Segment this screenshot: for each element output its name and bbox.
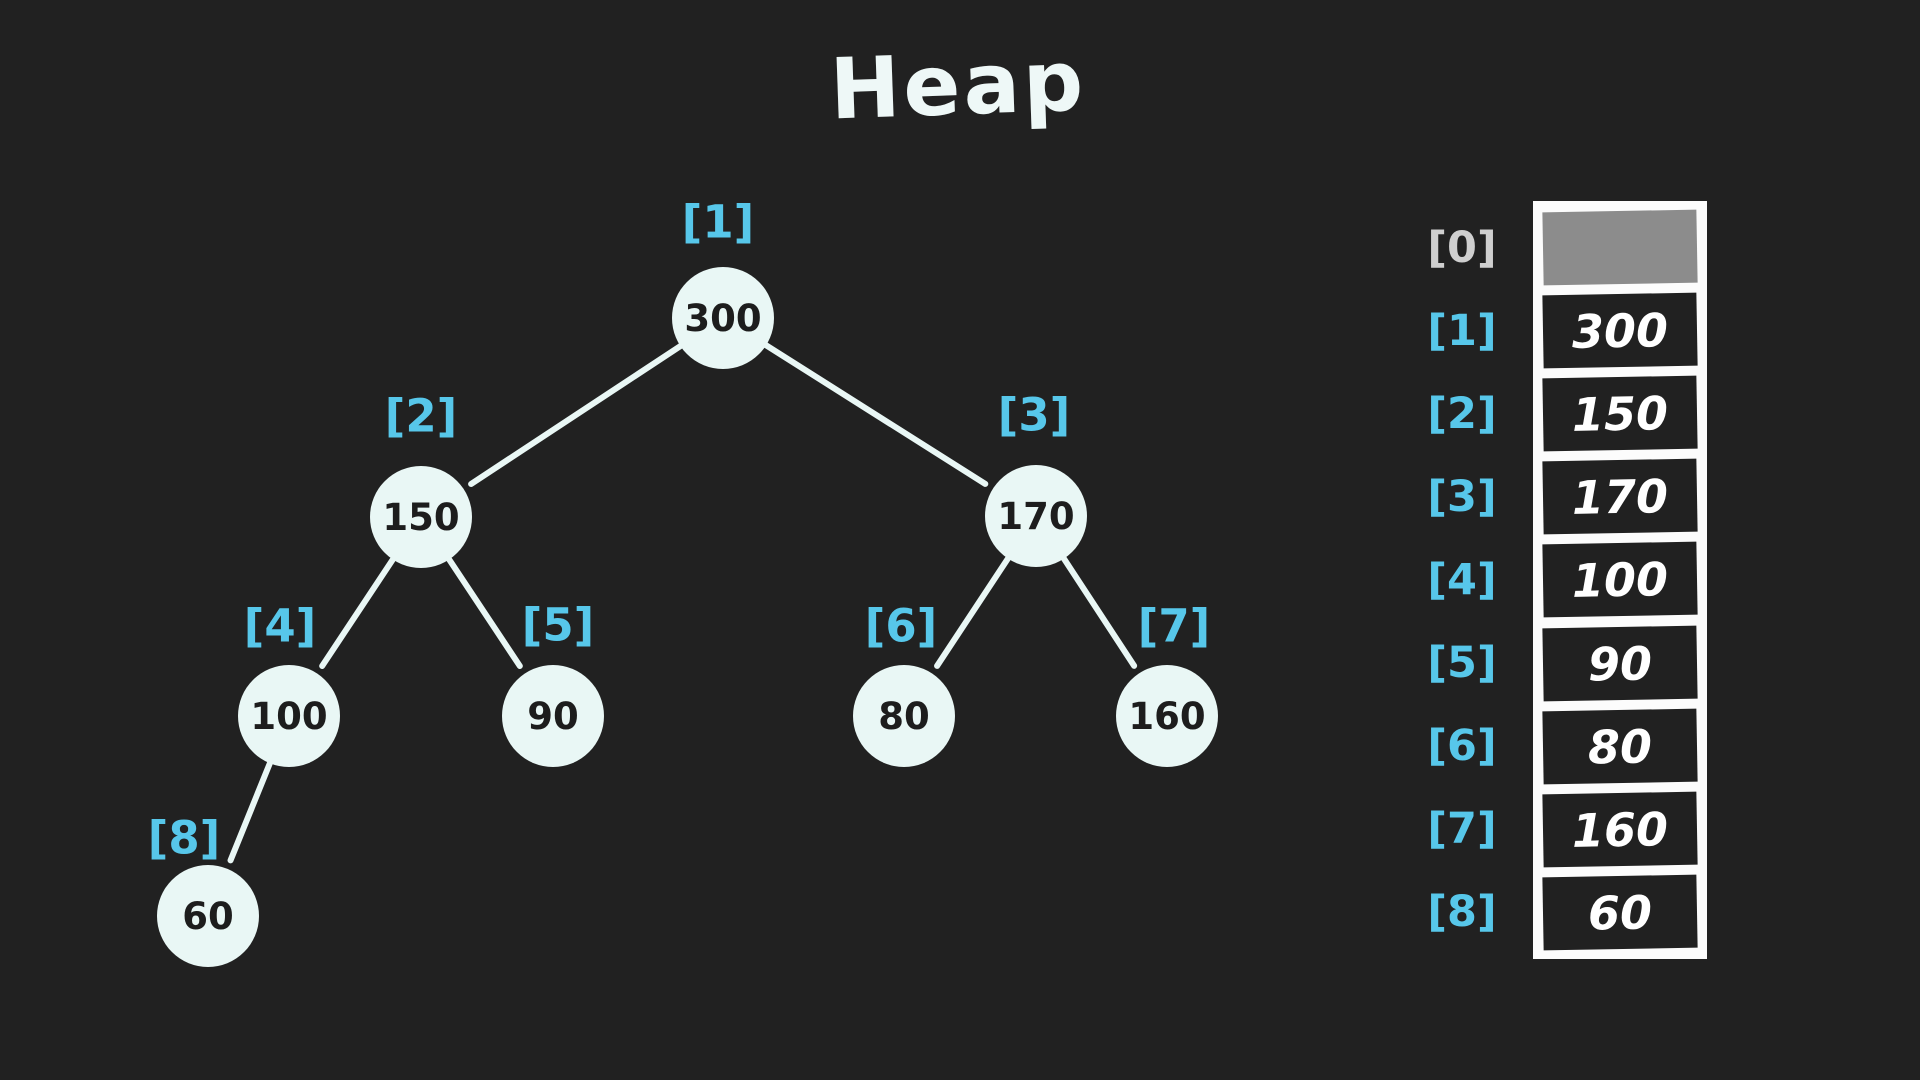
array-index-label: [4] xyxy=(1427,555,1497,605)
array-index-label: [5] xyxy=(1427,638,1497,689)
tree-node: 100 xyxy=(238,665,340,767)
array-cell: 90 xyxy=(1542,625,1698,701)
tree-node-value: 80 xyxy=(878,694,930,738)
array-index-label: [6] xyxy=(1427,721,1497,772)
array-cell-value: 300 xyxy=(1571,302,1669,359)
array-cell: 60 xyxy=(1542,874,1698,951)
array-cell-value: 160 xyxy=(1571,801,1669,858)
array-cell-reserved xyxy=(1542,209,1698,286)
array-cell: 300 xyxy=(1542,292,1698,369)
tree-node-index-label: [3] xyxy=(997,388,1071,442)
tree-node-value: 300 xyxy=(684,296,762,340)
array-cell-value: 80 xyxy=(1587,718,1653,774)
tree-node: 300 xyxy=(672,267,774,369)
tree-node-value: 100 xyxy=(250,694,328,738)
tree-node-value: 170 xyxy=(997,494,1075,538)
tree-node-value: 90 xyxy=(527,694,579,738)
array-index-label: [3] xyxy=(1427,471,1497,522)
array-index-label: [1] xyxy=(1427,305,1497,356)
tree-node: 170 xyxy=(985,465,1087,567)
array-cell-value: 170 xyxy=(1571,469,1669,525)
tree-node-index-label: [7] xyxy=(1137,599,1211,653)
tree-node-value: 150 xyxy=(382,495,460,539)
tree-node: 90 xyxy=(502,665,604,767)
tree-node-index-label: [2] xyxy=(384,389,458,443)
heap-array-table: 300 150 170 100 90 80 160 60 xyxy=(1533,201,1707,959)
tree-node-value: 60 xyxy=(182,894,234,938)
array-cell-value: 150 xyxy=(1571,385,1669,442)
array-cell-value: 60 xyxy=(1587,884,1653,940)
array-cell: 100 xyxy=(1542,542,1698,618)
array-index-label: [8] xyxy=(1427,887,1497,938)
tree-node: 80 xyxy=(853,665,955,767)
array-cell: 170 xyxy=(1542,458,1698,535)
tree-node-value: 160 xyxy=(1128,694,1206,738)
tree-node-index-label: [4] xyxy=(243,599,317,653)
array-index-label: [0] xyxy=(1427,222,1497,273)
array-cell-value: 90 xyxy=(1587,635,1653,691)
tree-node-index-label: [1] xyxy=(681,195,755,249)
array-index-label: [2] xyxy=(1427,388,1497,439)
array-index-label: [7] xyxy=(1427,804,1497,855)
array-cell: 80 xyxy=(1542,708,1698,785)
tree-node: 150 xyxy=(370,466,472,568)
tree-node-index-label: [6] xyxy=(864,599,938,653)
array-cell: 150 xyxy=(1542,375,1698,452)
array-cell-value: 100 xyxy=(1571,552,1669,608)
tree-node-index-label: [5] xyxy=(521,598,595,652)
tree-node: 160 xyxy=(1116,665,1218,767)
array-cell: 160 xyxy=(1542,791,1698,868)
tree-node-index-label: [8] xyxy=(147,811,221,865)
tree-node: 60 xyxy=(157,865,259,967)
tree-edge xyxy=(720,315,989,487)
